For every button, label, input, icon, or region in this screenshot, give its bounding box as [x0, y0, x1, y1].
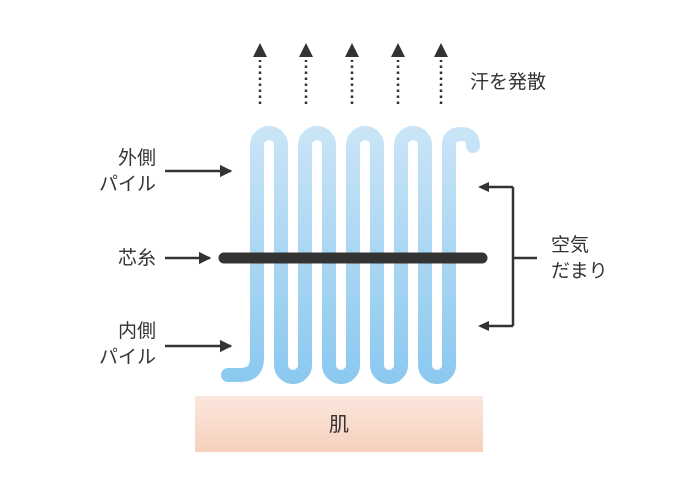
inner-pile-label-line2: パイル	[98, 346, 156, 368]
inner-pile-label-line1: 内側	[117, 320, 156, 342]
air-pocket-label-line1: 空気	[551, 234, 590, 256]
core-thread-label: 芯糸	[117, 247, 156, 269]
evaporation-arrow	[434, 43, 448, 104]
evaporation-arrow	[391, 43, 405, 104]
outer-pile-label: 外側 パイル	[70, 145, 156, 197]
pile-yarn	[221, 126, 480, 384]
evaporation-arrow	[299, 43, 313, 104]
evaporation-arrow	[253, 43, 267, 104]
evaporate-label: 汗を発散	[470, 71, 547, 93]
air-pocket-label: 空気 だまり	[551, 232, 608, 284]
skin-band	[195, 396, 483, 452]
skin-label: 肌	[329, 412, 349, 436]
outer-pile-label-line2: パイル	[98, 173, 156, 195]
outer-pile-label-line1: 外側	[117, 147, 156, 169]
air-pocket-label-line2: だまり	[551, 260, 608, 282]
evaporation-arrow	[345, 43, 359, 104]
air-pocket-bracket	[478, 182, 537, 331]
evaporation-arrows	[253, 43, 448, 104]
inner-pile-label: 内側 パイル	[70, 318, 156, 370]
